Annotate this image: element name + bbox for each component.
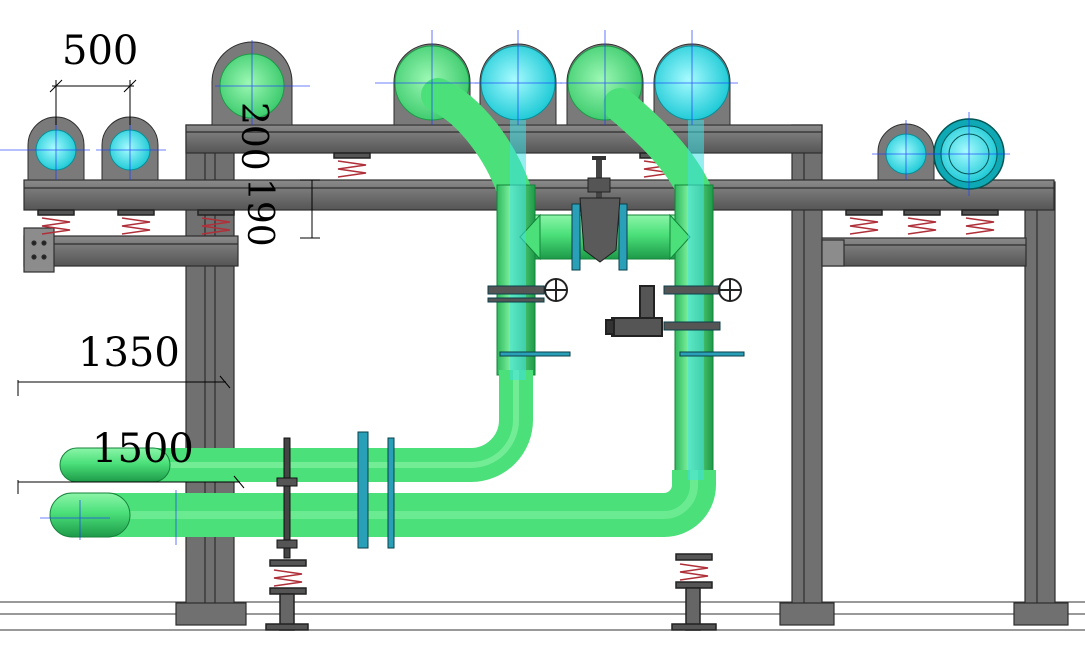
branch-stub-right (679, 351, 745, 357)
actuator-valve (605, 285, 663, 337)
drain-valve-stem (276, 437, 298, 559)
spring-7 (903, 209, 941, 235)
dimension-label-190: 190 (239, 178, 280, 247)
dimension-label-1350: 1350 (78, 330, 180, 376)
steel-column-right (1024, 181, 1056, 606)
dimension-label-500: 500 (62, 28, 138, 74)
spring-ground-1 (265, 559, 309, 631)
flanges (357, 203, 745, 549)
clamp-right-1 (663, 285, 721, 295)
pipe-cyan-right (688, 120, 704, 480)
clamp-left-1 (487, 285, 545, 295)
spring-3 (197, 209, 235, 235)
spring-6 (845, 209, 883, 235)
flange-2 (387, 437, 395, 549)
end-plate-right (821, 239, 845, 267)
flange-1 (357, 431, 369, 549)
pipe-horizontal-lower (49, 492, 131, 538)
spring-8 (961, 209, 999, 235)
handwheel-valves (544, 278, 742, 337)
ground-lines (0, 601, 1085, 631)
valve-flange-right (618, 203, 628, 271)
column-base-right (1013, 602, 1069, 626)
steel-beam-lower-right (821, 237, 1027, 267)
gate-valve (579, 156, 621, 263)
cyan-piping (510, 120, 704, 480)
dimension-label-1500: 1500 (92, 426, 194, 472)
centerlines (0, 30, 1010, 545)
end-plate-left (23, 227, 55, 273)
column-base-middle (779, 602, 835, 626)
spring-1 (37, 209, 75, 235)
valve-flange-left (571, 203, 581, 271)
spring-ground-2 (671, 553, 717, 631)
branch-stub-left (499, 351, 571, 357)
steel-beam-lower-left (23, 235, 239, 267)
column-base-left (175, 602, 247, 626)
clamp-right-2 (663, 321, 721, 331)
dimension-lines (17, 79, 320, 494)
handwheel-left (544, 278, 568, 302)
steel-beam-middle (23, 179, 1055, 211)
handwheel-right (718, 278, 742, 302)
dimension-label-200: 200 (233, 102, 274, 171)
spring-2 (117, 209, 155, 235)
pipe-cyan-left (510, 120, 526, 380)
steel-frame (23, 124, 1069, 626)
spring-4 (333, 152, 371, 178)
